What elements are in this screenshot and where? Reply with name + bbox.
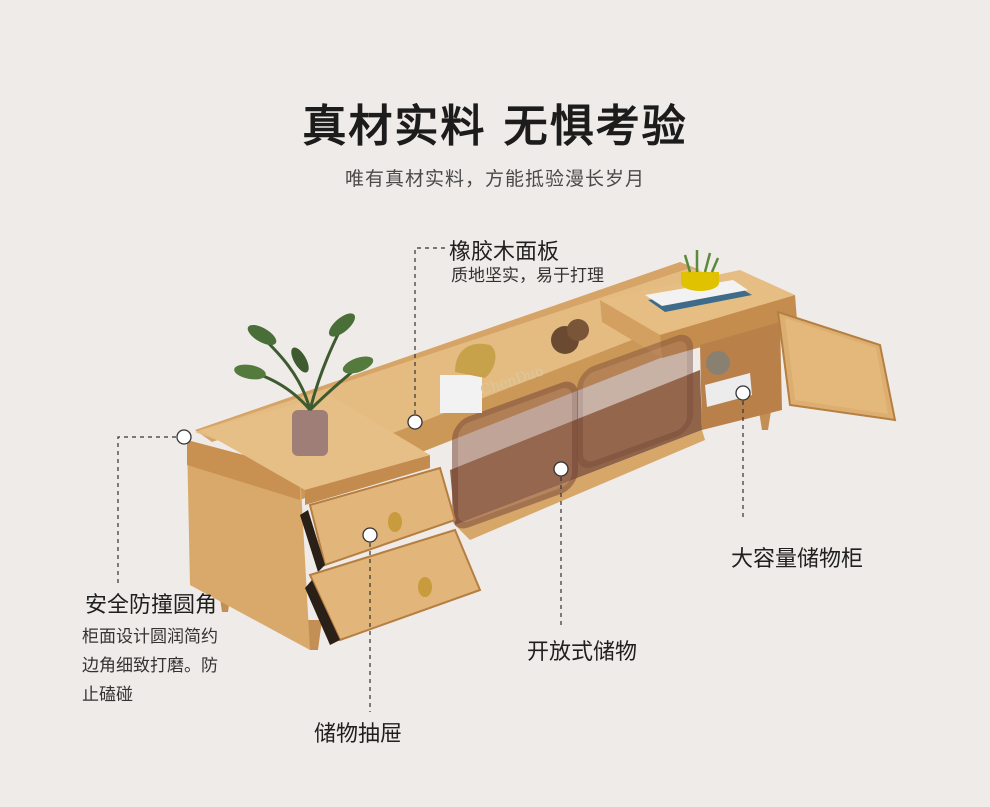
page-subtitle: 唯有真材实料，方能抵验漫长岁月 xyxy=(344,168,645,190)
page-title: 真材实料 无惧考验 xyxy=(302,101,688,152)
corner-dot xyxy=(176,429,192,445)
callout-open-label: 开放式储物 xyxy=(527,640,638,665)
callout-corner-desc-line: 柜面设计圆润简约 xyxy=(82,627,218,647)
callout-corner-desc-line: 止磕碰 xyxy=(82,685,133,705)
callout-corner-desc: 柜面设计圆润简约 边角细致打磨。防 止磕碰 xyxy=(82,623,218,710)
drawers xyxy=(300,466,482,645)
callout-drawer-label: 储物抽屉 xyxy=(314,722,403,747)
callout-panel-label: 橡胶木面板 xyxy=(449,240,560,265)
callout-cabinet-label: 大容量储物柜 xyxy=(731,547,864,572)
open-storage-dot xyxy=(553,461,569,477)
drawer-dot xyxy=(362,527,378,543)
sculpture-decor: ChenDuo xyxy=(440,319,589,413)
glass-doors xyxy=(452,334,693,529)
books-and-grass xyxy=(645,250,752,407)
cabinet-dot xyxy=(735,385,751,401)
panel-dot xyxy=(407,414,423,430)
potted-plant xyxy=(234,313,374,456)
callout-lines xyxy=(117,247,744,712)
callout-panel-desc: 质地坚实，易于打理 xyxy=(451,266,604,286)
callout-corner-label: 安全防撞圆角 xyxy=(85,593,218,618)
callout-dots xyxy=(176,385,751,543)
callout-corner-desc-line: 边角细致打磨。防 xyxy=(82,656,218,676)
